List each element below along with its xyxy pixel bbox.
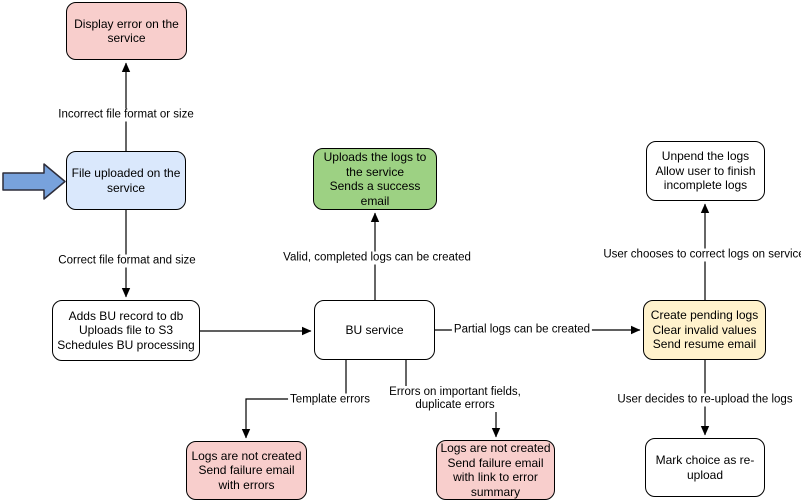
node-mark-choice-reupload-text: Mark choice as re- upload bbox=[655, 453, 755, 482]
edge-label-template-errors: Template errors bbox=[288, 393, 372, 407]
edge-label-partial-logs: Partial logs can be created bbox=[451, 323, 593, 337]
node-file-uploaded: File uploaded on the service bbox=[66, 151, 186, 210]
entry-arrow-icon bbox=[2, 163, 66, 200]
node-logs-not-created-errors-text: Logs are not created Send failure email … bbox=[191, 448, 302, 492]
node-unpend-logs-text: Unpend the logs Allow user to finish inc… bbox=[655, 149, 756, 193]
edge-label-user-corrects-logs: User chooses to correct logs on service bbox=[601, 248, 801, 262]
node-create-pending-logs-text: Create pending logs Clear invalid values… bbox=[650, 308, 759, 352]
node-display-error-text: Display error on the service bbox=[74, 16, 179, 46]
edge-label-valid-completed-logs: Valid, completed logs can be created bbox=[281, 251, 473, 265]
node-uploads-logs: Uploads the logs to the service Sends a … bbox=[313, 148, 437, 210]
edge-label-errors-important-fields: Errors on important fields, duplicate er… bbox=[387, 386, 523, 412]
node-file-uploaded-text: File uploaded on the service bbox=[71, 166, 181, 195]
node-create-pending-logs: Create pending logs Clear invalid values… bbox=[643, 300, 766, 360]
edge-label-correct-file-format: Correct file format and size bbox=[56, 254, 198, 268]
edge-label-user-reuploads-logs: User decides to re-upload the logs bbox=[615, 393, 795, 407]
node-logs-not-created-errors: Logs are not created Send failure email … bbox=[186, 441, 307, 500]
node-logs-not-created-summary-text: Logs are not created Send failure email … bbox=[440, 441, 551, 499]
node-logs-not-created-summary: Logs are not created Send failure email … bbox=[436, 440, 555, 500]
node-adds-bu-record-text: Adds BU record to db Uploads file to S3 … bbox=[57, 308, 195, 352]
node-unpend-logs: Unpend the logs Allow user to finish inc… bbox=[646, 141, 765, 201]
node-bu-service-text: BU service bbox=[345, 322, 404, 337]
node-adds-bu-record: Adds BU record to db Uploads file to S3 … bbox=[52, 300, 200, 361]
node-mark-choice-reupload: Mark choice as re- upload bbox=[645, 438, 765, 497]
node-display-error: Display error on the service bbox=[66, 2, 187, 60]
edge-label-incorrect-file-format: Incorrect file format or size bbox=[56, 108, 196, 122]
node-uploads-logs-text: Uploads the logs to the service Sends a … bbox=[323, 150, 427, 208]
node-bu-service: BU service bbox=[314, 300, 435, 360]
